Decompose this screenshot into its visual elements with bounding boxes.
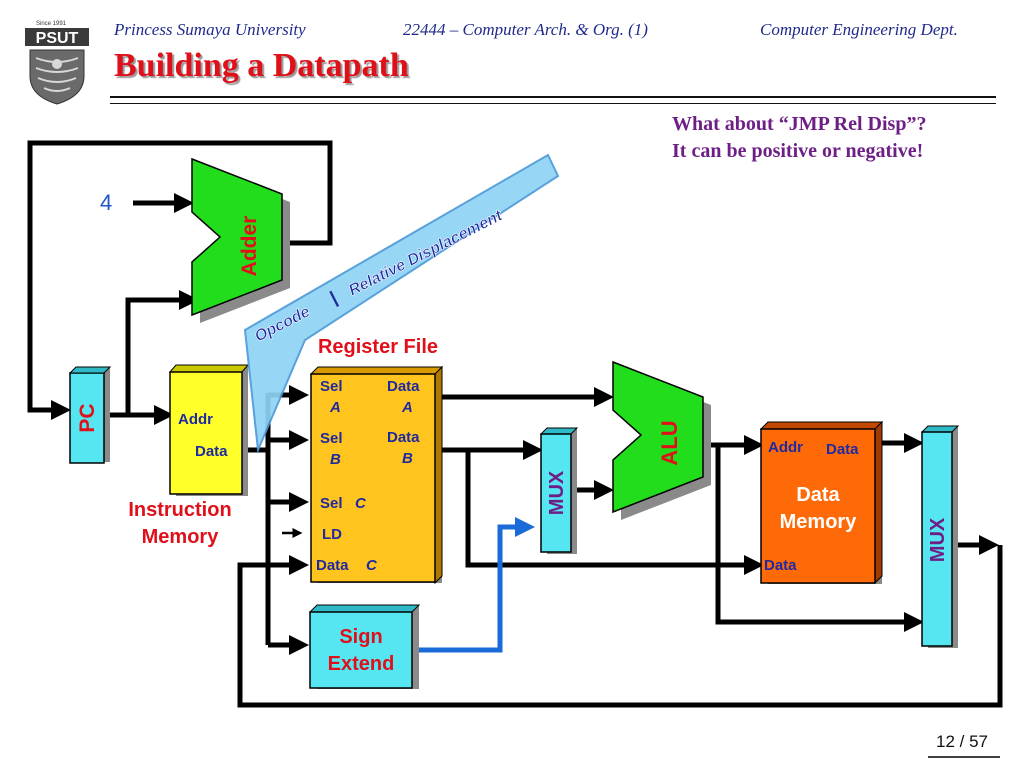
callout-displacement: Relative Displacement: [346, 207, 506, 300]
rf-ld: LD: [322, 526, 342, 543]
rf-sel-b: Sel: [320, 430, 343, 447]
rf-sel-c: Sel: [320, 495, 343, 512]
rf-sel-a: Sel: [320, 378, 343, 395]
note-text: What about “JMP Rel Disp”? It can be pos…: [672, 111, 926, 165]
psut-logo-icon: Since 1991 PSUT: [22, 16, 92, 106]
logo-since: Since 1991: [36, 21, 67, 27]
instruction-memory: Addr Data: [168, 364, 250, 496]
rf-data-b: Data: [387, 429, 420, 446]
note-line-2: It can be positive or negative!: [672, 140, 924, 162]
logo-text: PSUT: [36, 30, 79, 47]
rf-data-a: Data: [387, 378, 420, 395]
wire-regb-dmem: [440, 447, 764, 575]
dmem-data-out-label: Data: [826, 441, 859, 458]
data-memory: Addr Data Data Memory Data: [759, 420, 884, 585]
mux-1: MUX: [539, 427, 579, 554]
rf-sel-c-letter: C: [355, 495, 367, 512]
mux-1-label: MUX: [546, 470, 568, 515]
wire-adder-pc: [27, 140, 333, 420]
imem-title-line-2: Memory: [142, 526, 220, 548]
sign-extend-line-1: Sign: [339, 626, 382, 648]
page-number: 12 / 57: [936, 732, 988, 751]
alu-block: ALU: [612, 360, 711, 520]
header-rule: [110, 96, 996, 104]
rf-sel-b-letter: B: [330, 451, 341, 468]
mux-2-label: MUX: [927, 517, 949, 562]
header-department: Computer Engineering Dept.: [760, 20, 958, 39]
rf-data-c-letter: C: [366, 557, 378, 574]
mux-2: MUX: [920, 425, 960, 648]
rf-data-b-letter: B: [402, 450, 413, 467]
constant-four: 4: [100, 190, 112, 215]
adder-label: Adder: [238, 216, 261, 277]
wire-pc-adder: [125, 290, 199, 415]
alu-label: ALU: [657, 420, 682, 465]
header-course: 22444 – Computer Arch. & Org. (1): [403, 20, 648, 39]
slide-title: Building a Datapath: [114, 47, 409, 84]
imem-title-line-1: Instruction: [128, 499, 231, 521]
imem-addr-label: Addr: [178, 411, 213, 428]
rf-data-a-letter: A: [401, 399, 413, 416]
rf-data-c: Data: [316, 557, 349, 574]
register-file-title: Register File: [318, 336, 438, 358]
sign-extend: Sign Extend: [308, 604, 421, 689]
pc-label: PC: [76, 403, 99, 432]
wire-alu-mux2: [715, 445, 924, 632]
dmem-title-line-1: Data: [796, 484, 840, 506]
rf-sel-a-letter: A: [329, 399, 341, 416]
dmem-addr-label: Addr: [768, 439, 803, 456]
note-line-1: What about “JMP Rel Disp”?: [672, 113, 927, 135]
imem-data-label: Data: [195, 443, 228, 460]
dmem-data-in-label: Data: [764, 557, 797, 574]
wires: [27, 140, 1003, 708]
register-file: Sel A Data A Sel B Data B Sel C LD Data …: [309, 365, 444, 585]
pc-register: PC: [68, 366, 112, 464]
dmem-title-line-2: Memory: [780, 511, 858, 533]
header-university: Princess Sumaya University: [114, 20, 306, 39]
sign-extend-line-2: Extend: [328, 653, 395, 675]
wire-writeback: [237, 545, 1003, 708]
adder-block: Adder: [191, 157, 290, 323]
wire-sign-extend-mux: [412, 517, 535, 653]
